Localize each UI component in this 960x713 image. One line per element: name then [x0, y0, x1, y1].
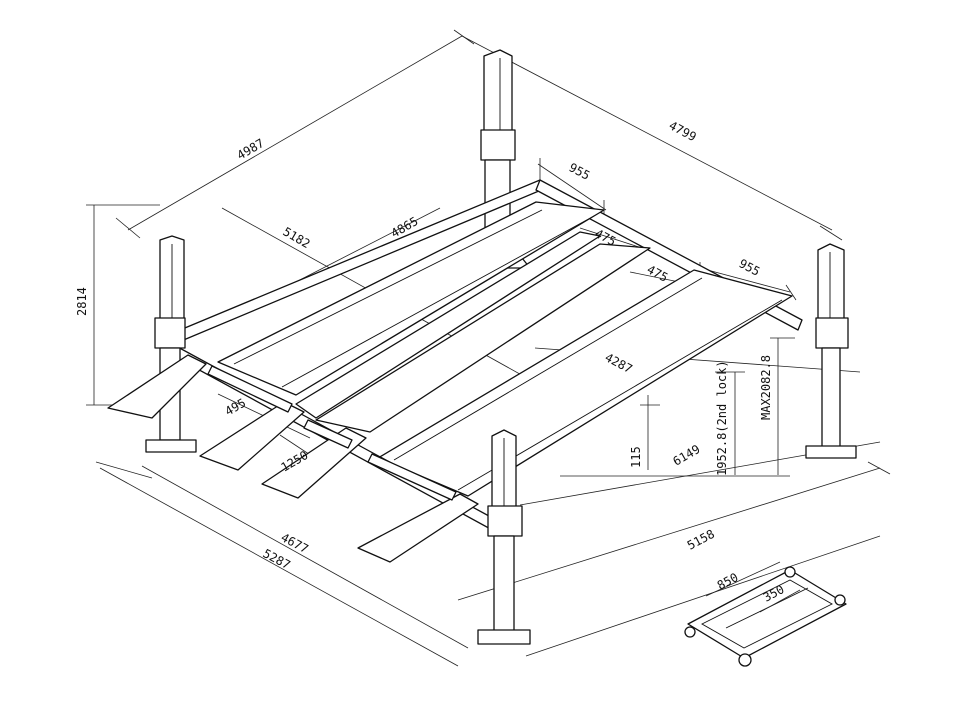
dim-base-length-inner: 4677 — [279, 530, 311, 556]
dim-lock-height: 1952.8(2nd lock) — [715, 360, 729, 476]
dim-runway-width-lower: 955 — [737, 256, 763, 279]
lift-structure — [107, 49, 857, 645]
dim-base-length-outer: 5287 — [261, 546, 293, 572]
dim-length-inner-bottom: 6149 — [671, 442, 703, 469]
ramps — [107, 354, 479, 563]
dim-overall-width-top: 4799 — [667, 118, 699, 144]
dim-runway-width-upper: 955 — [567, 160, 593, 183]
dim-track-length-inner: 5182 — [281, 224, 313, 251]
dim-gap-lower: 475 — [645, 262, 671, 285]
front-column — [477, 429, 531, 645]
left-column — [145, 235, 197, 453]
jack-inset — [684, 561, 847, 667]
dim-max-height: MAX2082.8 — [759, 355, 773, 420]
runway-left — [217, 201, 605, 396]
dim-column-height: 2814 — [75, 287, 89, 316]
right-column — [805, 243, 857, 459]
dim-jack-width: 850 — [715, 570, 741, 593]
dim-platform-height: 115 — [629, 446, 643, 468]
dim-base-width: 5158 — [685, 527, 717, 553]
dim-ramp-width: 495 — [223, 396, 249, 419]
